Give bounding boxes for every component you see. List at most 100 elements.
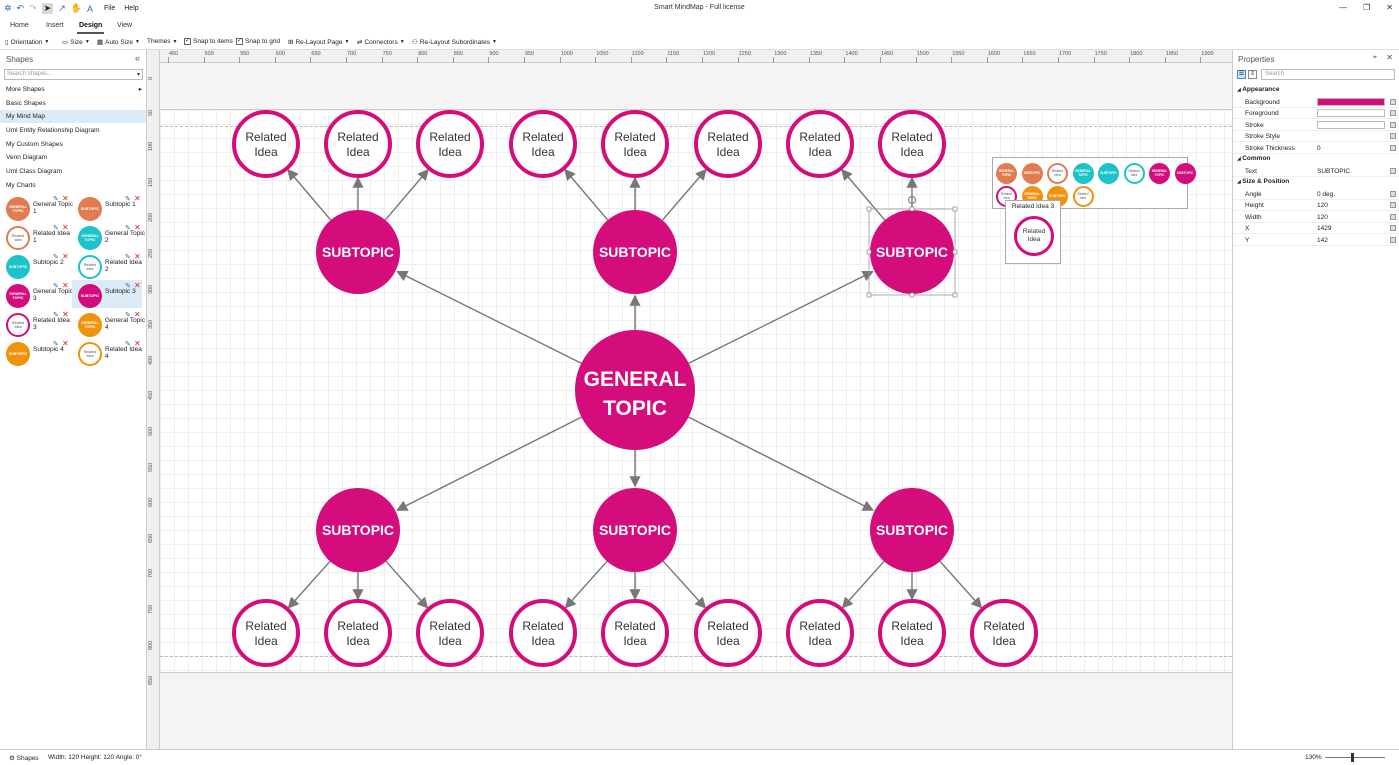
menu-help[interactable]: Help (124, 5, 139, 12)
property-reset-icon[interactable] (1390, 144, 1396, 151)
property-reset-icon[interactable] (1390, 98, 1396, 105)
delete-icon[interactable]: ✕ (134, 281, 141, 290)
property-value[interactable]: SUBTOPIC (1317, 167, 1351, 175)
edit-icon[interactable]: ✎ (125, 341, 131, 348)
delete-icon[interactable]: ✕ (134, 339, 141, 348)
property-reset-icon[interactable] (1390, 110, 1396, 116)
color-swatch[interactable] (1317, 120, 1385, 129)
tab-design[interactable]: Design (76, 22, 105, 34)
delete-icon[interactable]: ✕ (62, 339, 69, 348)
connectors-dropdown[interactable]: ⇄Connectors▼ (357, 38, 405, 47)
delete-icon[interactable]: ✕ (62, 223, 69, 232)
tab-home[interactable]: Home (10, 22, 29, 29)
alphabetical-view-icon[interactable]: ≡ (1248, 70, 1257, 79)
relayout-page-dropdown[interactable]: ⊞Re-Layout Page▼ (288, 38, 350, 47)
pan-tool-icon[interactable]: ✋ (70, 3, 82, 13)
edit-icon[interactable]: ✎ (125, 283, 131, 290)
delete-icon[interactable]: ✕ (62, 194, 69, 203)
property-group-header[interactable]: ◢ Size & Position (1237, 178, 1290, 185)
property-group-header[interactable]: ◢ Common (1237, 155, 1271, 162)
property-value[interactable]: 1429 (1317, 225, 1332, 232)
close-icon[interactable]: ✕ (1386, 3, 1393, 12)
property-group-header[interactable]: ◢ Appearance (1237, 86, 1280, 93)
category-my-mind-map[interactable]: My Mind Map (0, 110, 146, 123)
tab-insert[interactable]: Insert (46, 22, 64, 29)
snap-to-items-checkbox[interactable]: ✓Snap to items (184, 38, 233, 45)
popup-shape-thumbnail[interactable]: Related Idea (1072, 186, 1094, 207)
category-venn[interactable]: Venn Diagram (6, 154, 48, 161)
delete-icon[interactable]: ✕ (134, 310, 141, 319)
delete-icon[interactable]: ✕ (134, 194, 141, 203)
shapes-search-input[interactable]: Search shapes... ▾ (4, 69, 143, 80)
delete-icon[interactable]: ✕ (134, 223, 141, 232)
maximize-icon[interactable]: ❐ (1363, 3, 1371, 12)
delete-icon[interactable]: ✕ (134, 252, 141, 261)
category-custom-shapes[interactable]: My Custom Shapes (6, 141, 63, 148)
property-value[interactable]: 142 (1317, 236, 1328, 244)
delete-icon[interactable]: ✕ (62, 252, 69, 261)
popup-shape-thumbnail[interactable]: GENERAL TOPIC (996, 163, 1017, 184)
property-row[interactable]: Foreground (1233, 108, 1399, 119)
popup-shape-thumbnail[interactable]: Related Idea (1123, 163, 1145, 184)
category-more-shapes[interactable]: More Shapes▸ (6, 86, 142, 93)
delete-icon[interactable]: ✕ (62, 281, 69, 290)
edit-icon[interactable]: ✎ (125, 312, 131, 319)
popup-shape-thumbnail[interactable]: GENERAL TOPIC (1072, 163, 1094, 184)
minimize-icon[interactable]: — (1339, 3, 1348, 12)
property-reset-icon[interactable] (1390, 121, 1396, 128)
property-value[interactable]: 120 (1317, 213, 1328, 221)
property-value[interactable]: 0 deg. (1317, 190, 1336, 198)
popup-shape-thumbnail[interactable]: SUBTOPIC (1098, 163, 1119, 184)
menu-file[interactable]: File (103, 5, 116, 12)
zoom-slider[interactable] (1325, 757, 1385, 758)
category-my-charts[interactable]: My Charts (6, 182, 36, 189)
property-reset-icon[interactable] (1390, 167, 1396, 174)
tab-view[interactable]: View (117, 22, 133, 29)
pin-icon[interactable]: ⌖ (1373, 54, 1377, 61)
property-row[interactable]: Stroke (1233, 120, 1399, 131)
size-dropdown[interactable]: ▭Size▼ (62, 38, 90, 47)
property-row[interactable]: Stroke Style (1233, 131, 1399, 142)
popup-shape-thumbnail[interactable]: GENERAL TOPIC (1149, 163, 1170, 184)
property-reset-icon[interactable] (1390, 225, 1396, 231)
relayout-subordinates-dropdown[interactable]: ⚇Re-Layout Subordinates▼ (412, 38, 497, 47)
pointer-tool-icon[interactable]: ➤ (41, 3, 54, 14)
color-swatch[interactable] (1317, 109, 1385, 117)
edit-icon[interactable]: ✎ (53, 196, 59, 203)
property-reset-icon[interactable] (1390, 133, 1396, 139)
category-basic-shapes[interactable]: Basic Shapes (6, 100, 46, 107)
property-reset-icon[interactable] (1390, 190, 1396, 197)
popup-shape-thumbnail[interactable]: SUBTOPIC (1174, 163, 1196, 184)
popup-shape-thumbnail[interactable]: Related Idea (1047, 163, 1068, 184)
collapse-panel-icon[interactable]: « (134, 53, 140, 63)
property-reset-icon[interactable] (1390, 213, 1396, 220)
property-value[interactable]: 120 (1317, 202, 1328, 209)
property-value[interactable]: 0 (1317, 144, 1321, 152)
property-row[interactable]: Background (1233, 97, 1399, 108)
close-panel-icon[interactable]: ✕ (1386, 53, 1393, 62)
edit-icon[interactable]: ✎ (125, 225, 131, 232)
categorized-view-icon[interactable]: ☰ (1237, 70, 1246, 79)
undo-icon[interactable]: ↶ (16, 3, 25, 13)
category-uml-er[interactable]: Uml Entity Relationship Diagram (6, 127, 100, 134)
zoom-slider-thumb[interactable] (1351, 753, 1354, 762)
popup-shape-thumbnail[interactable]: SUBTOPIC (1021, 163, 1043, 184)
edit-icon[interactable]: ✎ (53, 225, 59, 232)
